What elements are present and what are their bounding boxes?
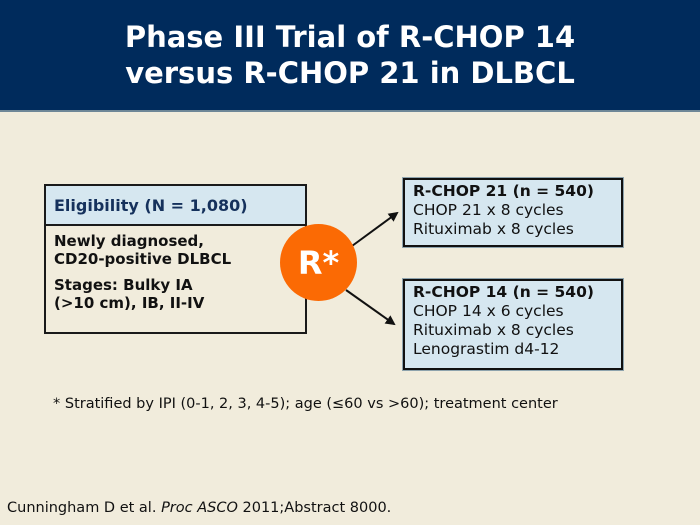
title-line-1: Phase III Trial of R-CHOP 14	[124, 20, 576, 54]
eligibility-heading: Eligibility (N = 1,080)	[46, 186, 305, 226]
arrow-to-rchop21	[351, 211, 399, 247]
arrow-to-rchop14	[345, 289, 396, 326]
arm-rchop14-box: R-CHOP 14 (n = 540) CHOP 14 x 6 cycles R…	[403, 279, 623, 370]
citation: Cunningham D et al. Proc ASCO 2011;Abstr…	[7, 500, 392, 516]
eligibility-criteria: Newly diagnosed, CD20-positive DLBCL Sta…	[46, 226, 305, 326]
arm-item: CHOP 14 x 6 cycles	[413, 302, 564, 320]
stratification-footnote: * Stratified by IPI (0-1, 2, 3, 4-5); ag…	[53, 396, 558, 412]
title-line-2: versus R-CHOP 21 in DLBCL	[125, 56, 575, 90]
arm-title: R-CHOP 14 (n = 540)	[413, 283, 594, 301]
journal-name: Proc ASCO	[161, 500, 238, 516]
slide-title-banner: Phase III Trial of R-CHOP 14 versus R-CH…	[0, 0, 700, 112]
arm-title: R-CHOP 21 (n = 540)	[413, 182, 594, 200]
arm-item: Rituximab x 8 cycles	[413, 220, 574, 238]
arm-rchop21-box: R-CHOP 21 (n = 540) CHOP 21 x 8 cycles R…	[403, 178, 623, 247]
arm-item: Rituximab x 8 cycles	[413, 321, 574, 339]
arm-item: CHOP 21 x 8 cycles	[413, 201, 564, 219]
eligibility-box: Eligibility (N = 1,080) Newly diagnosed,…	[44, 184, 307, 334]
arm-item: Lenograstim d4-12	[413, 340, 560, 358]
criterion-stages: Stages: Bulky IA (>10 cm), IB, II-IV	[54, 276, 205, 312]
criterion-diagnosis: Newly diagnosed, CD20-positive DLBCL	[54, 232, 232, 268]
randomization-circle: R*	[280, 224, 357, 301]
